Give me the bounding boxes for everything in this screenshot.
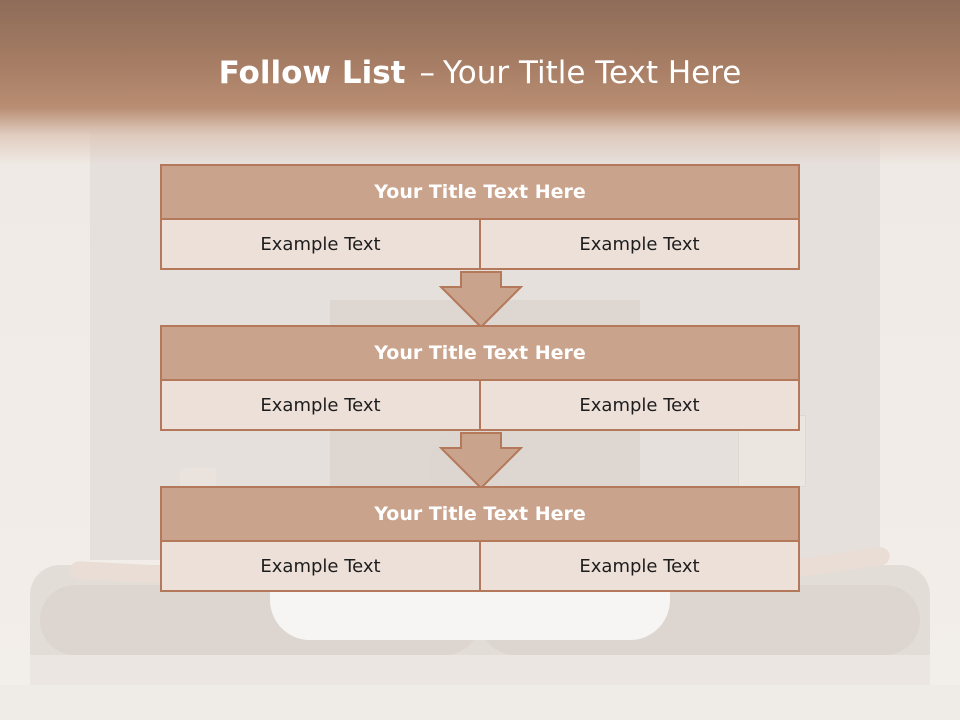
step-text-right: Example Text xyxy=(481,220,800,270)
step-text-left: Example Text xyxy=(160,220,481,270)
step-text-left: Example Text xyxy=(160,542,481,592)
step-text-left: Example Text xyxy=(160,381,481,431)
step-title: Your Title Text Here xyxy=(160,164,800,220)
header-band xyxy=(0,0,960,165)
step-text-right: Example Text xyxy=(481,542,800,592)
step-text-right: Example Text xyxy=(481,381,800,431)
step-title: Your Title Text Here xyxy=(160,486,800,542)
title-separator: – xyxy=(419,55,435,91)
slide-title: Follow List–Your Title Text Here xyxy=(0,55,960,91)
down-arrow-icon xyxy=(439,271,523,329)
step-block-1: Your Title Text Here Example Text Exampl… xyxy=(160,164,800,270)
step-block-2: Your Title Text Here Example Text Exampl… xyxy=(160,325,800,431)
title-bold: Follow List xyxy=(218,55,406,91)
title-rest: Your Title Text Here xyxy=(442,55,742,91)
step-block-3: Your Title Text Here Example Text Exampl… xyxy=(160,486,800,592)
step-title: Your Title Text Here xyxy=(160,325,800,381)
down-arrow-icon xyxy=(439,432,523,490)
